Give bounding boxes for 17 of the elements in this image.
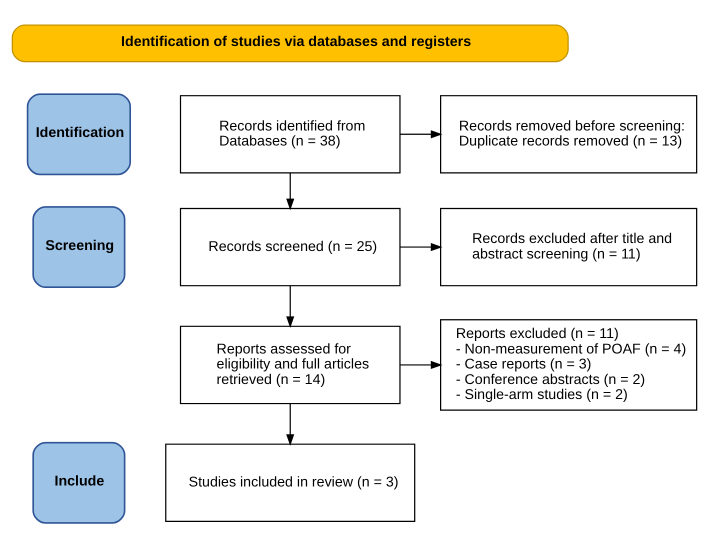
arrow	[400, 242, 442, 251]
node-box: Studies included in review (n = 3)	[165, 443, 416, 522]
node-box: Identification of studies via databases and registers	[12, 24, 569, 62]
arrow	[286, 172, 294, 210]
arrow	[286, 285, 294, 328]
arrow	[286, 403, 294, 446]
node-box: Include	[32, 441, 126, 524]
node-box: Screening	[32, 206, 126, 288]
node-box: Reports excluded (n = 11) - Non-measurement of POAF (n = 4) - Case reports (n = 3) - Conference abstracts (n = 2) - Single-arm studies (n = 2)	[440, 318, 698, 410]
arrow	[400, 130, 442, 138]
node-box: Reports assessed for eligibility and full articles retrieved (n = 14)	[180, 325, 401, 404]
node-box: Identification	[26, 92, 132, 175]
arrow	[400, 360, 442, 368]
node-box: Records identified from Databases (n = 38)	[180, 94, 401, 174]
node-box: Records removed before screening: Duplicate records removed (n = 13)	[440, 94, 698, 174]
node-box: Records screened (n = 25)	[180, 207, 401, 286]
node-box: Records excluded after title and abstract screening (n = 11)	[440, 207, 698, 286]
